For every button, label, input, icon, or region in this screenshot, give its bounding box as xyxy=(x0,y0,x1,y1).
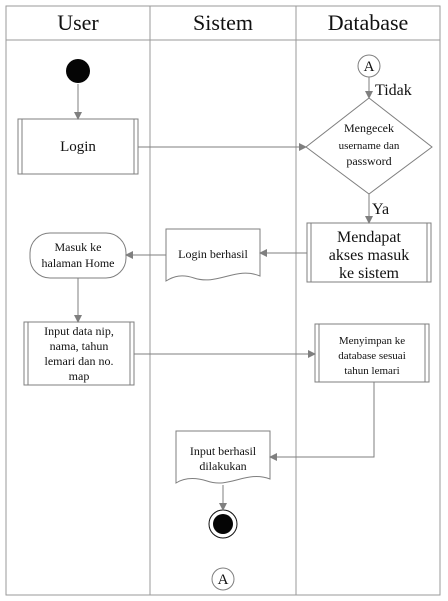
input-data-line-4: map xyxy=(69,369,90,383)
condition-tidak: Tidak xyxy=(375,82,412,99)
check-line-2: username dan xyxy=(339,140,400,152)
home-line-2: halaman Home xyxy=(42,256,115,270)
save-database-activity xyxy=(314,323,430,383)
home-line-1: Masuk ke xyxy=(55,240,102,254)
check-line-1: Mengecek xyxy=(344,121,394,135)
end-node-inner xyxy=(213,514,233,534)
lane-title-database: Database xyxy=(328,10,409,35)
input-success-line-1: Input berhasil xyxy=(190,444,257,458)
save-line-1: Menyimpan ke xyxy=(339,335,405,347)
lane-title-user: User xyxy=(57,10,99,35)
access-granted-activity xyxy=(306,222,432,283)
check-line-3: password xyxy=(346,154,391,168)
input-success-line-2: dilakukan xyxy=(199,459,246,473)
start-node xyxy=(66,59,90,83)
input-data-line-1: Input data nip, xyxy=(44,324,114,338)
swimlane-frame xyxy=(5,5,441,596)
input-data-line-3: lemari dan no. xyxy=(45,354,114,368)
access-line-1: Mendapat xyxy=(337,229,402,246)
input-success-document xyxy=(175,430,271,484)
condition-ya: Ya xyxy=(372,201,389,218)
connector-bottom-label: A xyxy=(218,572,229,588)
lane-title-sistem: Sistem xyxy=(193,10,253,35)
access-line-3: ke sistem xyxy=(339,265,400,282)
login-success-text: Login berhasil xyxy=(178,247,248,261)
login-success-document xyxy=(165,228,261,282)
connector-top-label: A xyxy=(364,59,375,75)
input-data-line-2: nama, tahun xyxy=(50,339,109,353)
save-line-3: tahun lemari xyxy=(344,365,399,377)
arrow-save-to-input-success xyxy=(269,382,375,461)
connector-bottom xyxy=(211,567,235,591)
access-line-2: akses masuk xyxy=(329,247,409,264)
login-text: Login xyxy=(60,139,96,155)
save-line-2: database sesuai xyxy=(338,350,406,362)
input-data-activity xyxy=(23,321,135,386)
